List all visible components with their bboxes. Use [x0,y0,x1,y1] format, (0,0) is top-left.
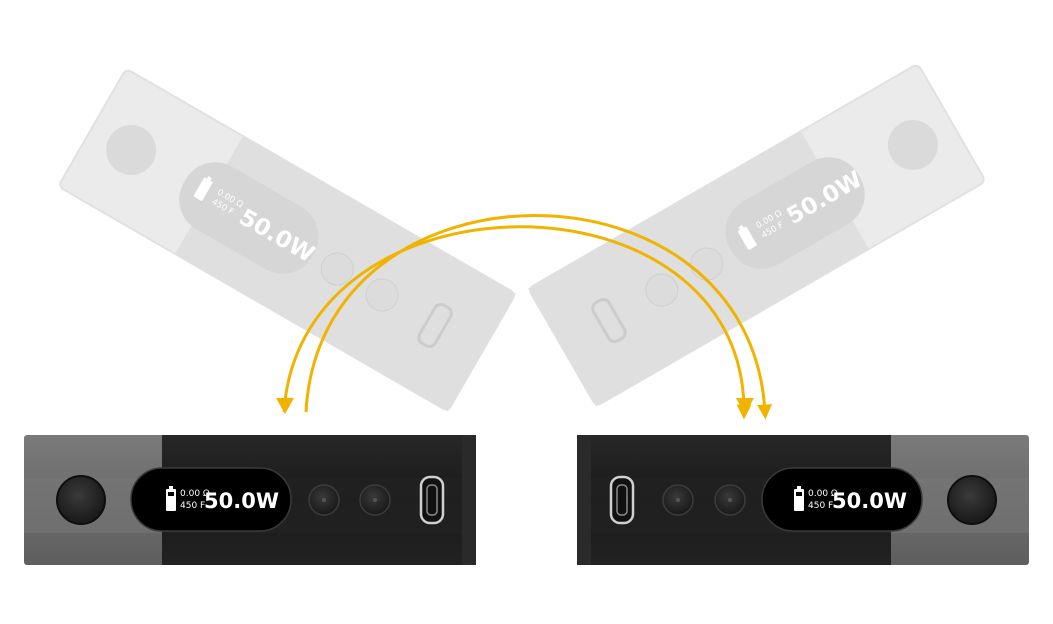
micro-usb-port-icon [419,475,445,525]
resistance-readout: 0.00 Ω [808,489,838,499]
micro-usb-port-icon [609,475,635,525]
temperature-readout: 450 F [808,501,833,511]
device-left: 0.00 Ω 450 F 50.0W [24,435,476,565]
resistance-readout: 0.00 Ω [180,489,210,499]
adjust-button-plus-dot [728,498,732,502]
power-readout: 50.0W [204,489,279,513]
fire-button-icon [947,475,997,525]
oled-screen [130,467,292,532]
adjust-button-minus-dot [322,498,326,502]
fire-button-icon [56,475,106,525]
rotate-arrow-inner [282,225,752,420]
ghost-battery-icon [737,225,757,250]
ghost-device-right: 0.00 Ω 450 F 50.0W [528,64,985,407]
power-readout: 50.0W [832,489,907,513]
arrow-head-left [276,398,294,414]
ghost-adjust-button-2 [365,278,399,312]
ghost-fire-button [887,120,938,170]
oled-screen [761,467,923,532]
device-right: 0.00 Ω 450 F 50.0W [577,435,1029,565]
arrow-head-right [736,398,754,414]
adjust-button-minus-dot [676,498,680,502]
ghost-adjust-button-2 [645,273,679,307]
ghost-device-left: 0.00 Ω 450 F 50.0W [59,69,516,412]
device-edge [462,435,476,565]
ghost-battery-icon [193,176,213,201]
ghost-fire-button [106,125,157,175]
adjust-button-plus-dot [373,498,377,502]
device-edge [577,435,591,565]
ghost-usb-port-icon [417,303,453,348]
rotate-arrow-outer [304,214,773,420]
battery-icon [166,486,176,511]
ghost-oled [725,157,865,269]
ghost-usb-port-icon [591,298,627,343]
temperature-readout: 450 F [180,501,205,511]
ghost-oled [179,162,319,274]
battery-icon [794,486,804,511]
ghost-adjust-button-1 [320,252,354,286]
